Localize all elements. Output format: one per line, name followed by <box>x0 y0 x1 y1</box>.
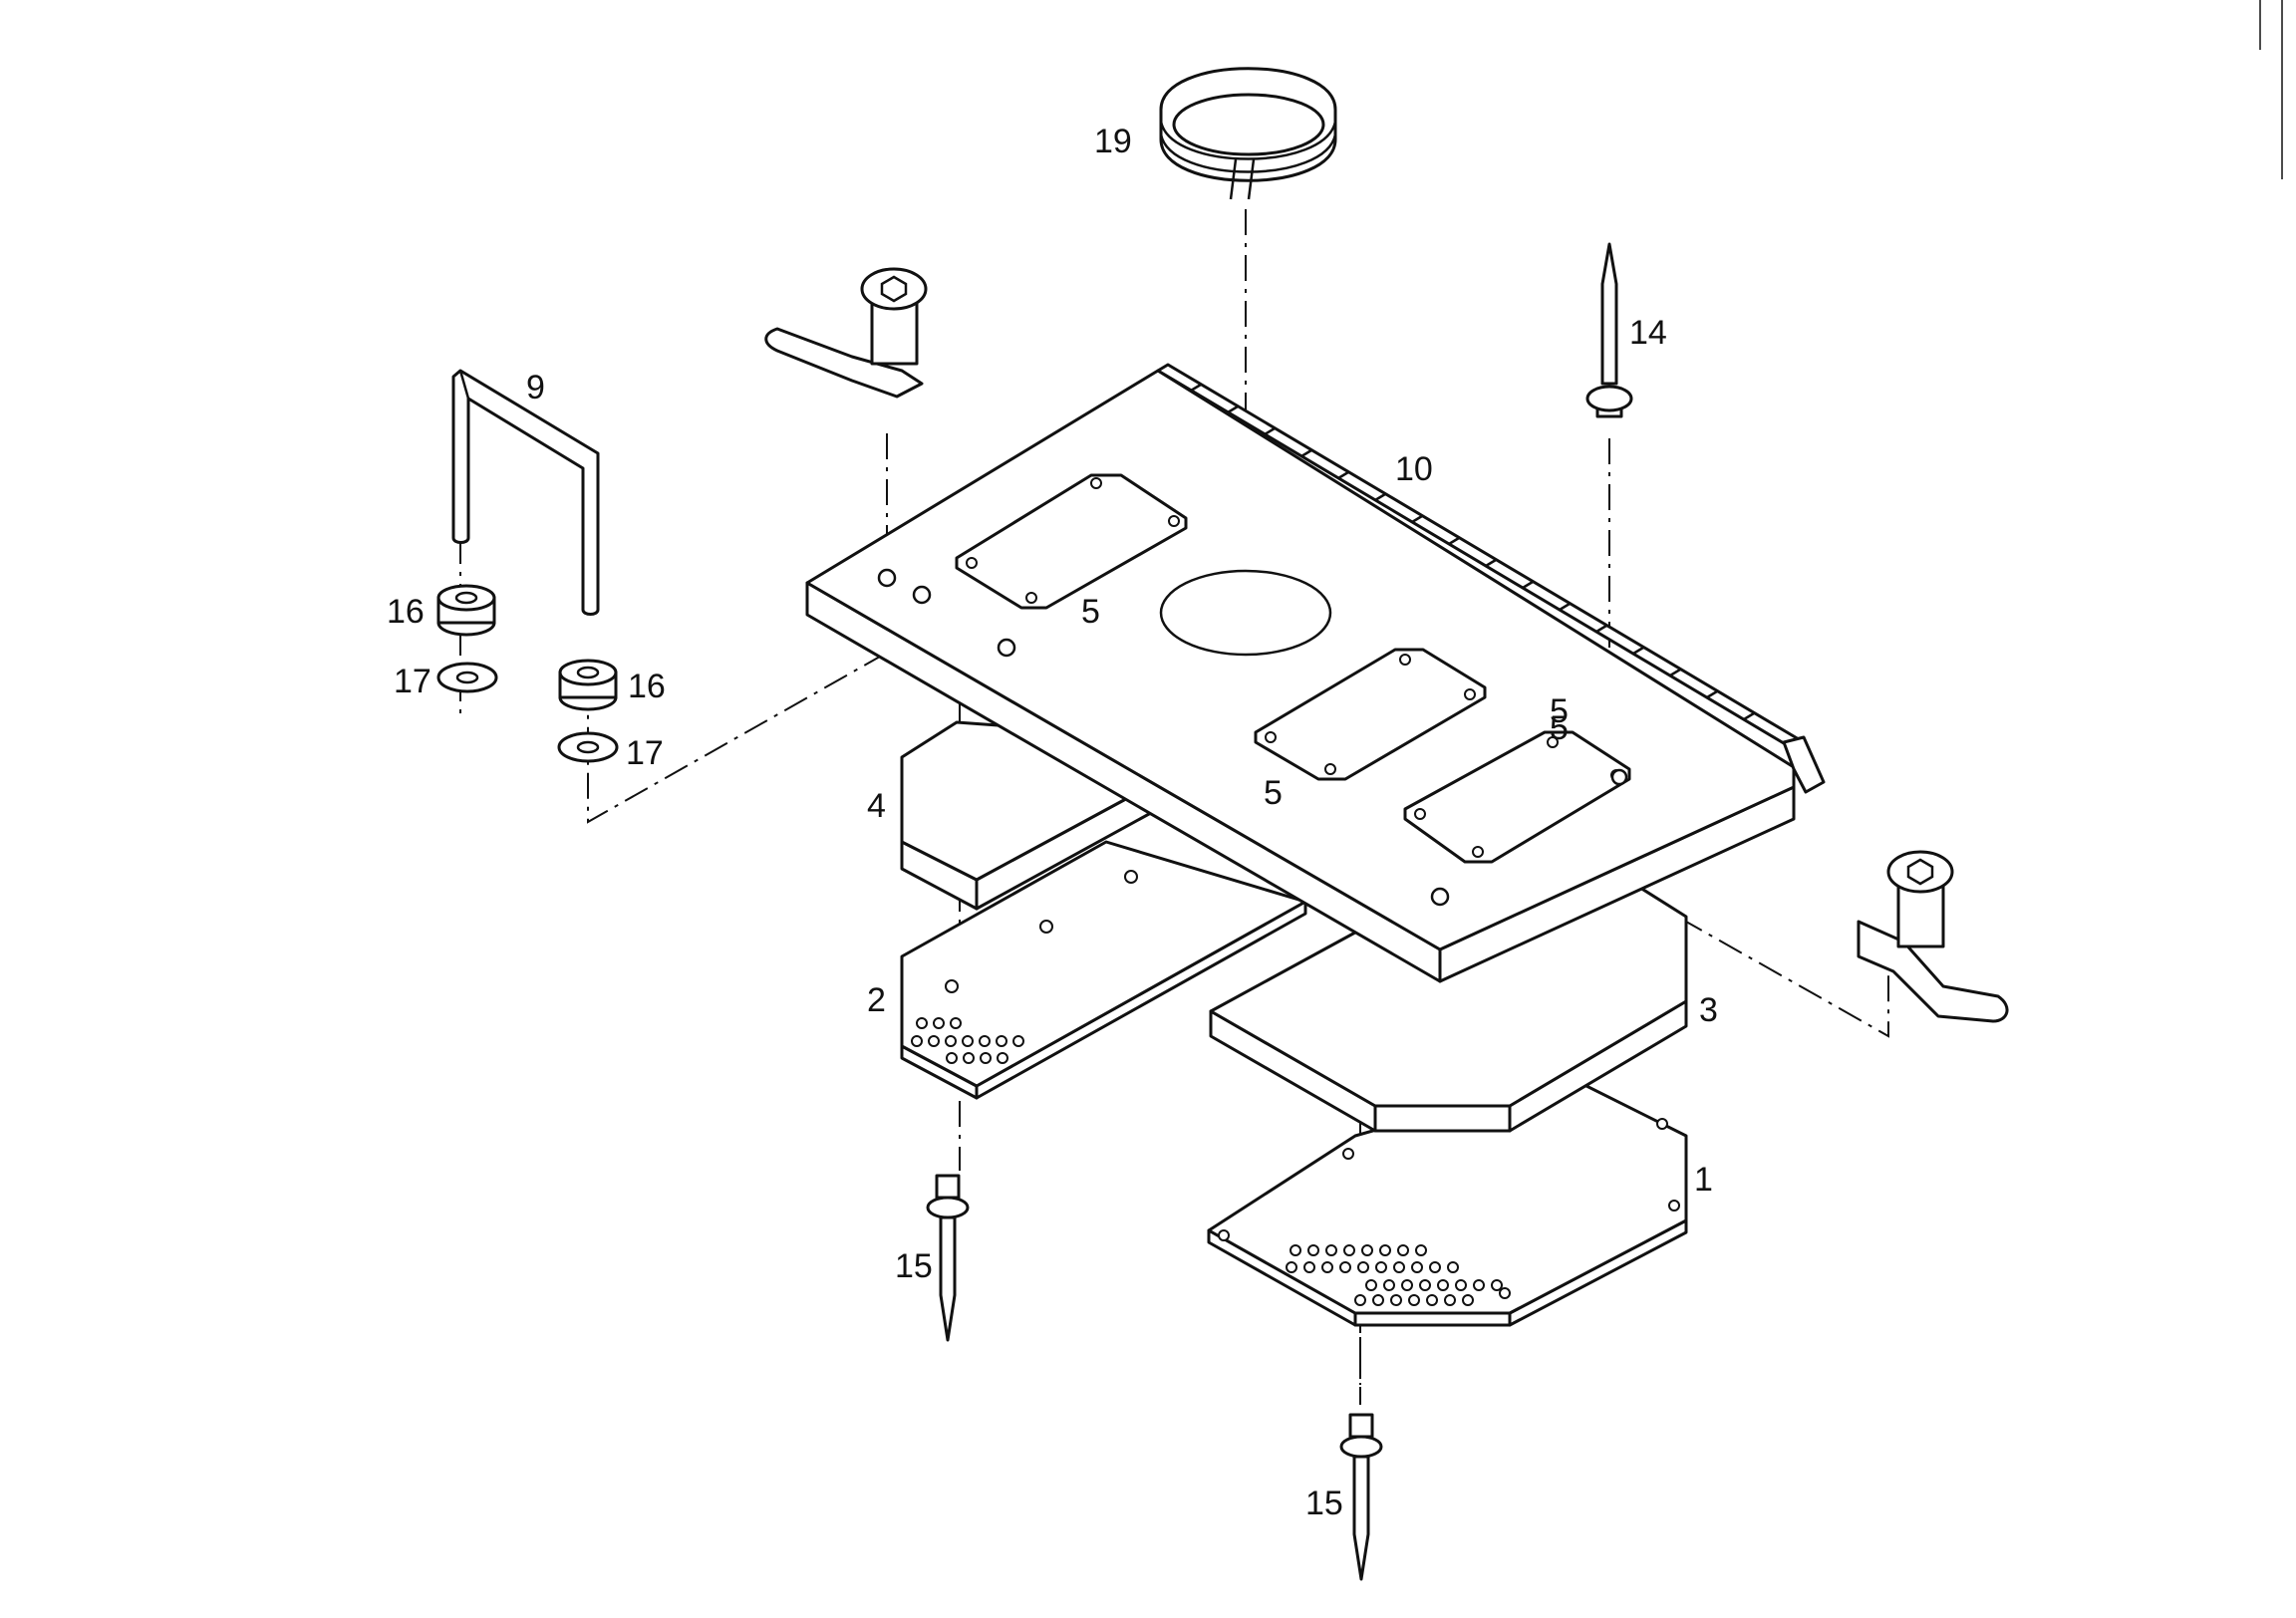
shim-pad-3 <box>1403 730 1631 864</box>
callout-15-a: 15 <box>895 1247 933 1285</box>
u-bracket <box>451 369 600 616</box>
bottom-plate <box>1207 1074 1688 1327</box>
split-ring <box>1159 67 1337 200</box>
pin-top <box>1585 242 1633 418</box>
callout-10: 10 <box>1395 450 1433 488</box>
callout-14: 14 <box>1629 314 1667 352</box>
callout-16-a: 16 <box>387 593 425 631</box>
shim-pad-2 <box>1254 648 1487 781</box>
callout-3: 3 <box>1699 991 1718 1029</box>
edge-marks <box>2259 0 2283 179</box>
callout-2: 2 <box>867 981 886 1019</box>
bottom-plate-dot-grid <box>1218 1118 1680 1306</box>
washer-left <box>436 662 498 693</box>
clamp-left <box>764 267 928 399</box>
callout-17-b: 17 <box>626 734 664 772</box>
grommet-right <box>558 659 618 711</box>
callout-1: 1 <box>1694 1161 1713 1199</box>
callout-5-a: 5 <box>1550 692 1569 730</box>
ring-opening <box>1159 569 1332 657</box>
callout-19: 19 <box>1094 123 1132 160</box>
callout-labels: 1 2 3 4 5 5 5 5 9 10 14 15 15 16 16 17 1… <box>387 123 1718 1522</box>
callout-9: 9 <box>526 369 545 406</box>
washer-right <box>557 731 619 763</box>
main-top-plate <box>805 363 1826 983</box>
grommet-left <box>436 584 496 637</box>
left-lower-plate-dot-grid <box>911 1017 1024 1064</box>
shim-pad-1 <box>955 473 1188 610</box>
clamp-right <box>1857 850 2009 1023</box>
callout-5-c: 5 <box>1264 774 1283 812</box>
callout-5-d: 5 <box>1550 709 1569 747</box>
callout-15-b: 15 <box>1305 1484 1343 1522</box>
pin-left <box>926 1174 970 1342</box>
hinge <box>1156 363 1826 794</box>
pin-bottom <box>1339 1413 1383 1581</box>
callout-4: 4 <box>867 787 886 825</box>
left-lower-plate <box>900 840 1307 1100</box>
callout-5-b: 5 <box>1081 593 1100 631</box>
callout-16-b: 16 <box>628 668 666 705</box>
callout-17-a: 17 <box>394 663 431 700</box>
